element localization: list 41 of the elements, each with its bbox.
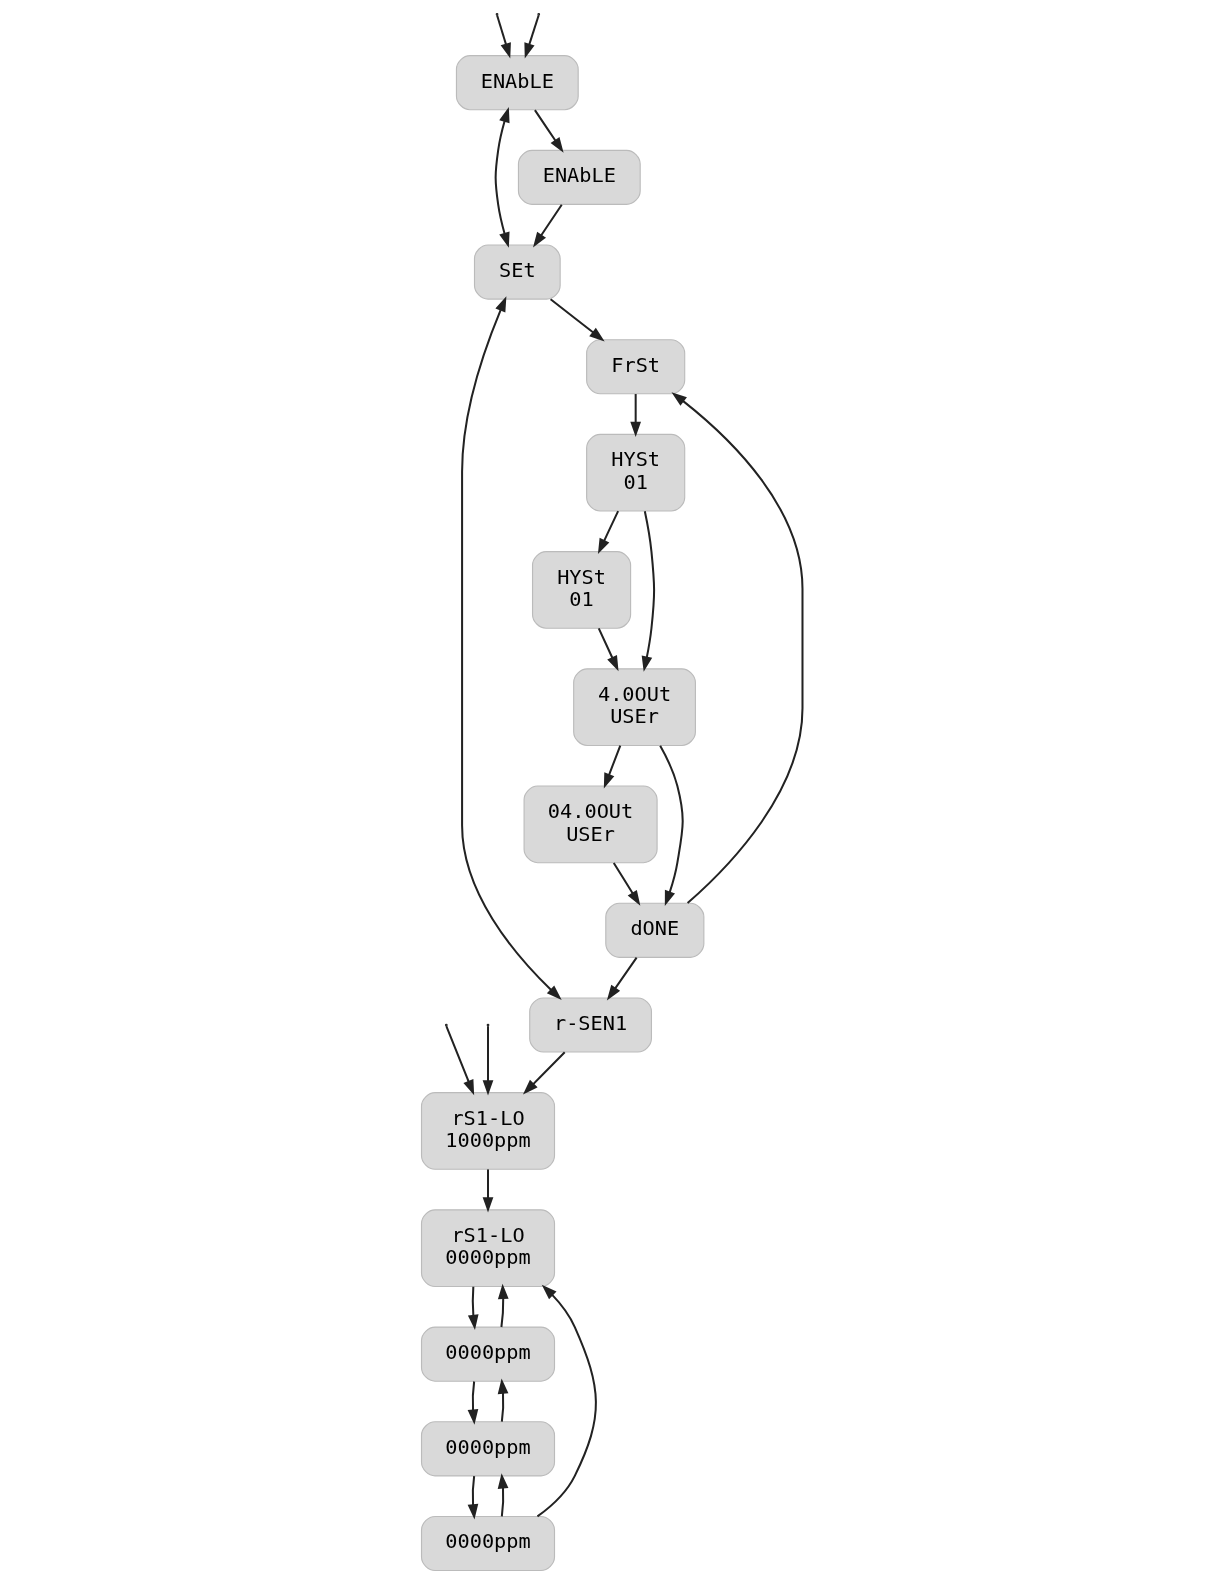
arrow	[536, 1284, 597, 1518]
arrow	[467, 1286, 479, 1331]
arrow	[461, 296, 562, 1000]
node-box: ENAbLE	[517, 149, 641, 205]
arrow	[497, 1378, 509, 1422]
node-box: ENAbLE	[455, 55, 579, 111]
arrow	[524, 14, 540, 59]
node-box: 4.0OUt USEr	[573, 668, 696, 747]
node-box: 0000ppm	[420, 1515, 556, 1572]
arrow	[482, 1169, 494, 1213]
node-box: FrSt	[586, 339, 686, 395]
arrow	[467, 1381, 479, 1425]
arrow	[549, 298, 605, 342]
arrow	[534, 109, 564, 153]
node-box: 0000ppm	[420, 1421, 556, 1477]
node-box: 0000ppm	[420, 1326, 556, 1382]
node-box: rS1-LO 1000ppm	[420, 1092, 556, 1170]
arrow	[497, 1283, 509, 1328]
arrow	[482, 1026, 494, 1096]
arrow	[497, 1473, 509, 1517]
arrow	[641, 510, 656, 672]
node-box: SEt	[473, 244, 561, 300]
arrow	[612, 862, 641, 906]
arrow	[522, 1051, 566, 1095]
arrow	[671, 392, 804, 904]
node-box: HYSt 01	[586, 433, 686, 512]
arrow	[603, 745, 622, 789]
arrow	[494, 107, 510, 248]
node-box: HYSt 01	[531, 551, 632, 629]
arrow	[630, 394, 642, 438]
arrow	[606, 957, 638, 1001]
arrow	[467, 1476, 479, 1520]
node-box: rS1-LO 0000ppm	[420, 1209, 556, 1288]
arrow	[597, 510, 620, 555]
arrow	[659, 745, 684, 907]
node-box: r-SEN1	[529, 997, 652, 1053]
node-box: 04.0OUt USEr	[523, 785, 658, 864]
arrow	[533, 204, 563, 248]
arrow	[445, 1025, 475, 1096]
arrow	[597, 627, 619, 672]
node-box: dONE	[605, 902, 705, 958]
